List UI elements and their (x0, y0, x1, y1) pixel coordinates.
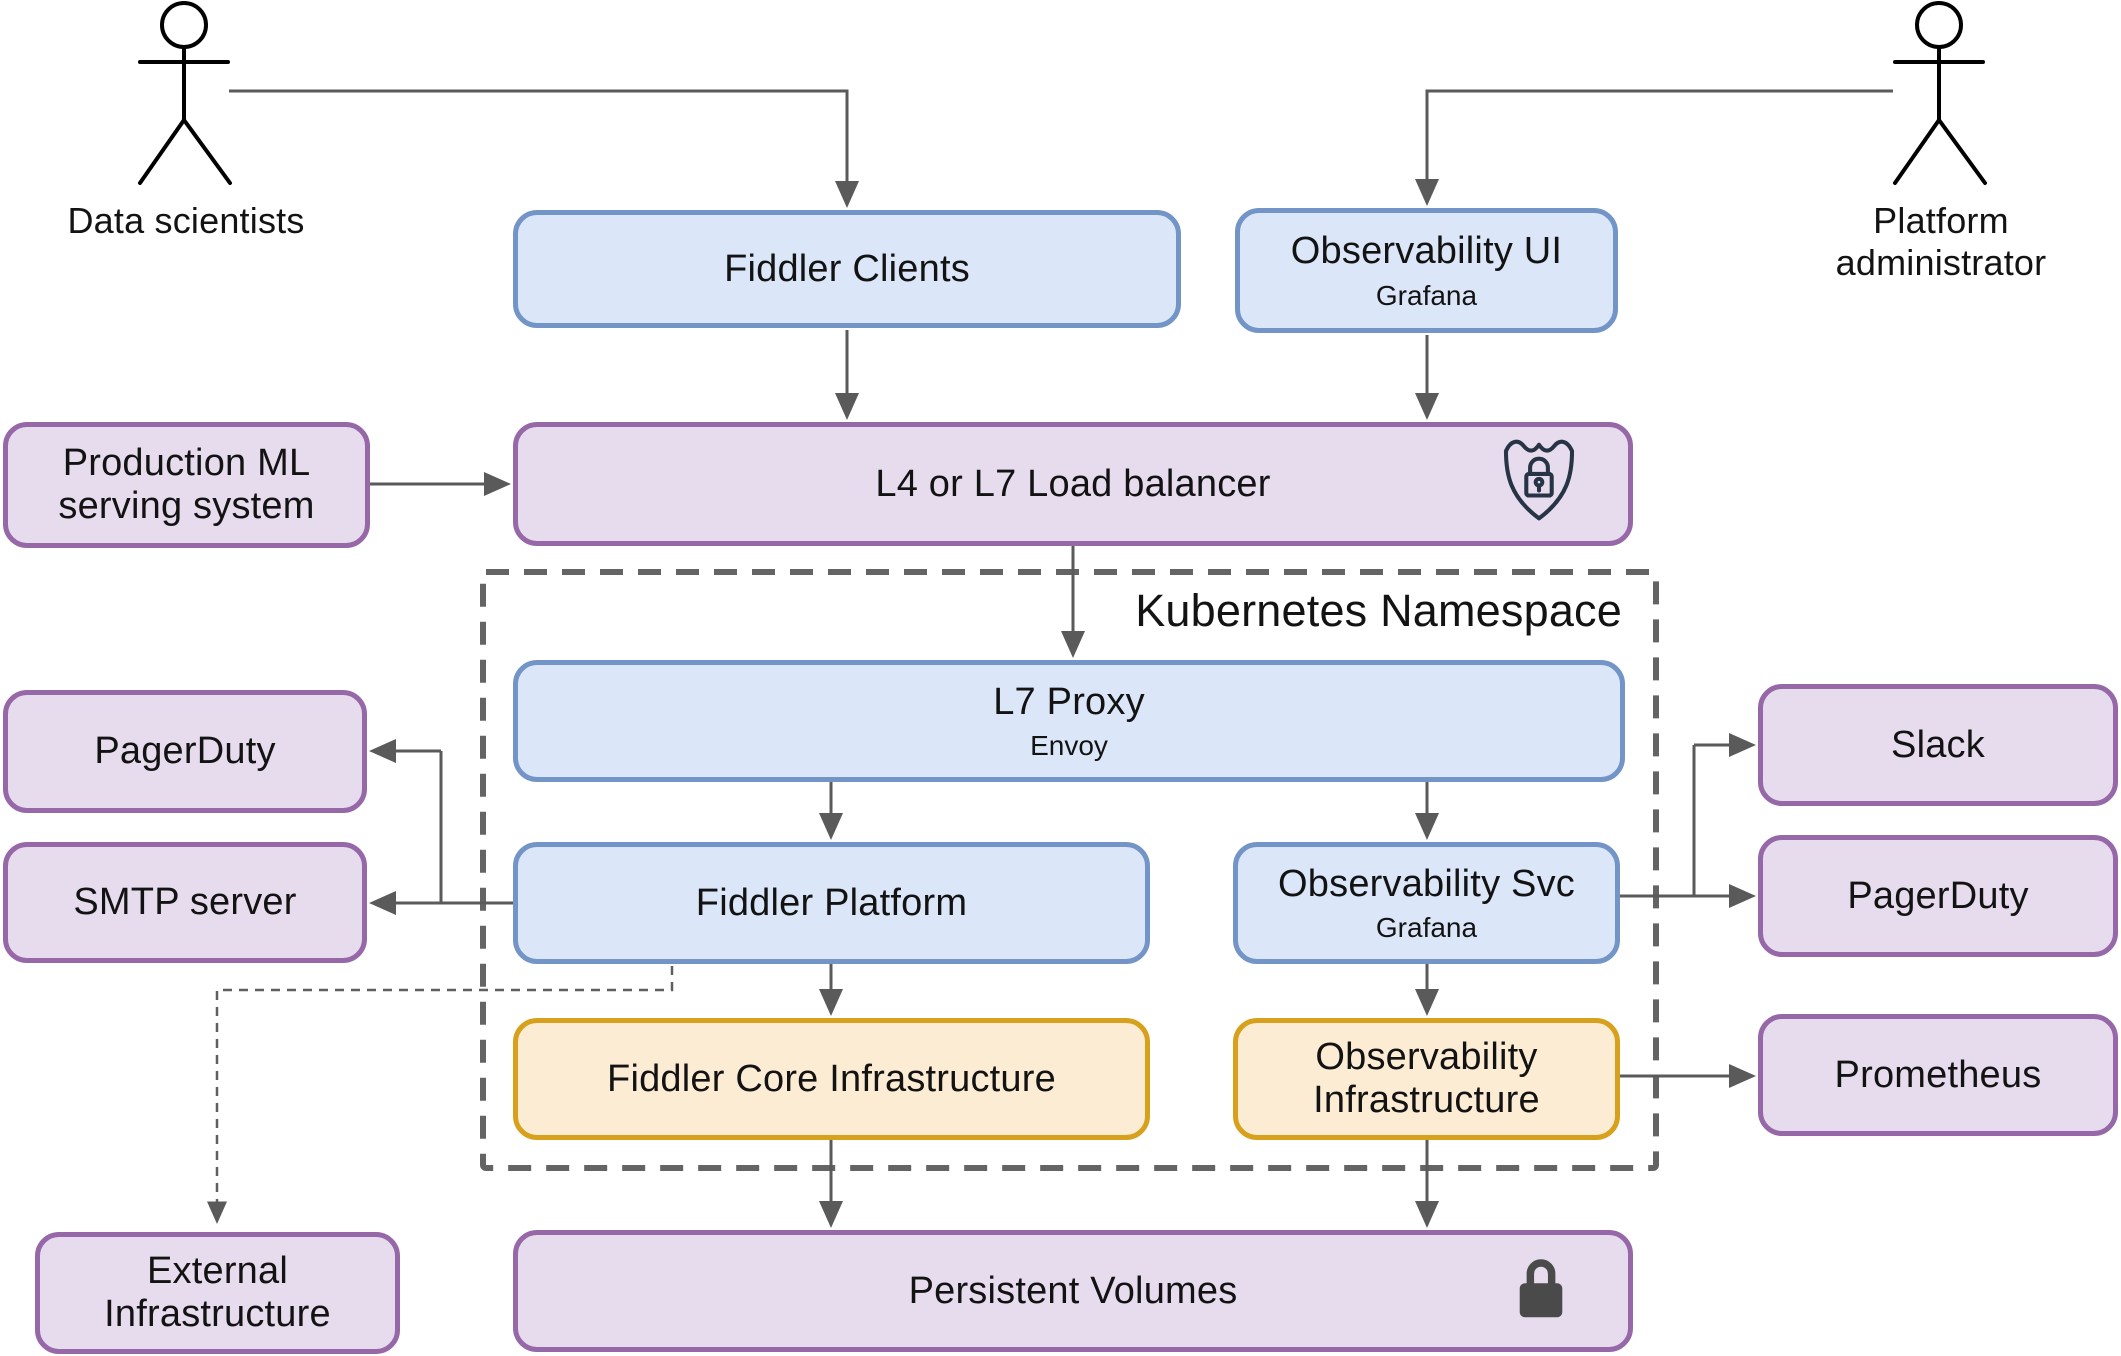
node-fiddler-clients: Fiddler Clients (513, 210, 1181, 328)
node-observability-infrastructure: Observability Infrastructure (1233, 1018, 1620, 1140)
node-label: Fiddler Clients (724, 247, 970, 290)
node-label: L7 Proxy (993, 680, 1145, 723)
node-persistent-volumes: Persistent Volumes (513, 1230, 1633, 1352)
node-sublabel: Grafana (1375, 279, 1478, 311)
node-label: Slack (1891, 723, 1985, 766)
platform-administrator-label: Platform administrator (1835, 200, 2047, 283)
node-label: Observability UI (1290, 230, 1563, 273)
node-label: Observability Infrastructure (1313, 1036, 1540, 1121)
node-sublabel: Envoy (1030, 730, 1108, 762)
kubernetes-namespace-boundary (480, 569, 1659, 1171)
node-l7-proxy: L7 Proxy Envoy (513, 660, 1625, 782)
arrow-platform-admin-to-observability-ui (1415, 89, 1893, 206)
node-label: PagerDuty (1847, 874, 2029, 917)
node-prometheus: Prometheus (1758, 1014, 2118, 1136)
node-label: PagerDuty (94, 730, 276, 773)
data-scientists-actor-figure (138, 1, 232, 185)
lock-icon (1512, 1256, 1570, 1327)
node-l4-l7-load-balancer: L4 or L7 Load balancer (513, 422, 1633, 546)
node-label: SMTP server (73, 881, 297, 924)
node-label: External Infrastructure (104, 1250, 331, 1335)
node-label: Observability Svc (1278, 862, 1575, 905)
node-label: Fiddler Platform (695, 881, 968, 924)
node-fiddler-platform: Fiddler Platform (513, 842, 1150, 964)
node-label: Fiddler Core Infrastructure (607, 1057, 1056, 1100)
kubernetes-namespace-label: Kubernetes Namespace (1135, 585, 1622, 636)
shield-lock-icon (1498, 435, 1580, 534)
node-label: Production ML serving system (58, 442, 315, 527)
arrow-data-scientists-to-fiddler-clients (229, 89, 859, 208)
node-slack: Slack (1758, 684, 2118, 806)
node-smtp-server: SMTP server (3, 842, 367, 963)
node-pagerduty-right: PagerDuty (1758, 835, 2118, 957)
node-fiddler-core-infrastructure: Fiddler Core Infrastructure (513, 1018, 1150, 1140)
platform-administrator-actor-figure (1893, 1, 1987, 185)
data-scientists-label: Data scientists (67, 200, 305, 241)
node-observability-ui: Observability UI Grafana (1235, 208, 1618, 333)
node-sublabel: Grafana (1375, 912, 1478, 944)
node-external-infrastructure: External Infrastructure (35, 1232, 400, 1354)
node-label: Prometheus (1834, 1053, 2042, 1096)
node-label: Persistent Volumes (908, 1269, 1238, 1312)
node-observability-svc: Observability Svc Grafana (1233, 842, 1620, 964)
node-label: L4 or L7 Load balancer (875, 462, 1271, 505)
node-pagerduty-left: PagerDuty (3, 690, 367, 813)
node-production-ml-serving-system: Production ML serving system (3, 422, 370, 548)
